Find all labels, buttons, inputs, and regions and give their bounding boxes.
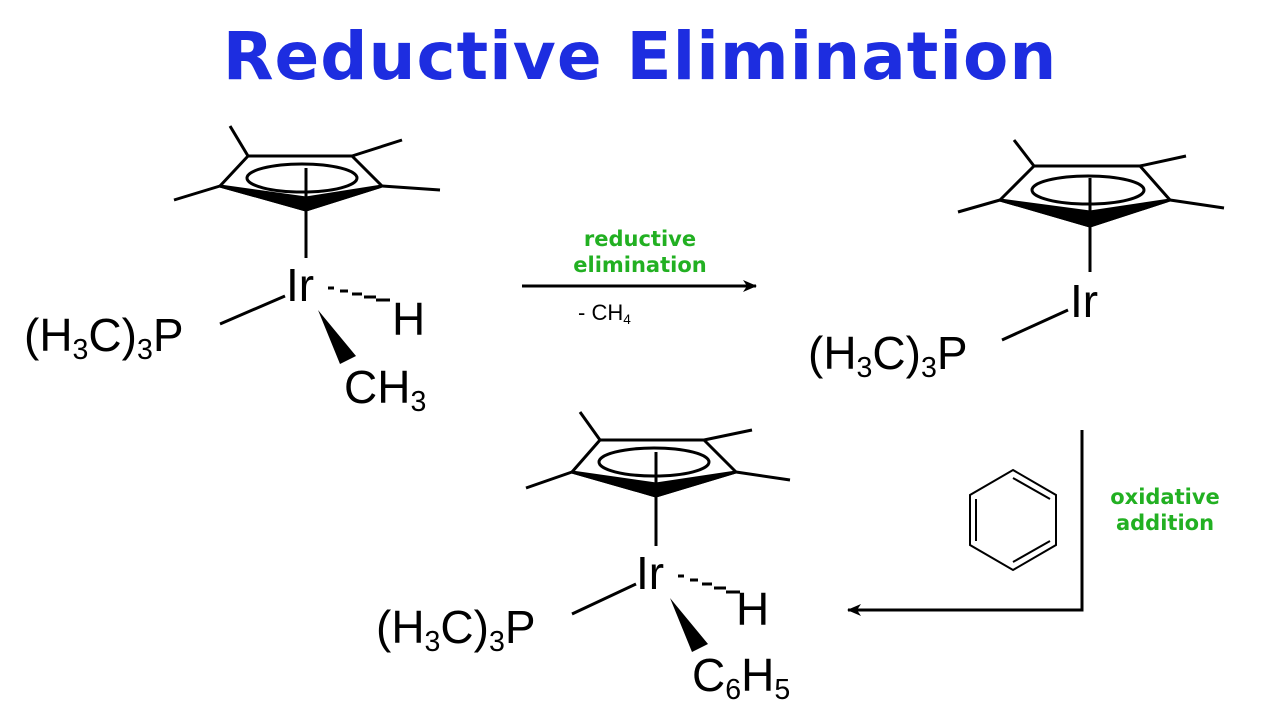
product-hydride-label: H [736,583,770,635]
product-phenyl-wedge [670,598,708,652]
benzene-ring-icon [969,468,1057,572]
reactant-methyl-wedge [318,310,356,364]
oxidative-addition-label: oxidative addition [1100,484,1230,536]
reactant-phosphine-label: (H3C)3P [24,309,184,366]
intermediate-phosphine-label: (H3C)3P [808,327,968,384]
intermediate-iridium-label: Ir [1070,275,1099,327]
reactant-bonds [219,286,390,326]
byproduct-methane-label: - CH4 [578,300,631,328]
product-iridium-label: Ir [636,547,665,599]
product-phenyl-label: C6H5 [692,649,791,706]
reductive-elimination-label: reductive elimination [520,226,760,278]
reactant-iridium-label: Ir [286,259,315,311]
product-bonds [571,574,740,616]
reactant-cp-star-ring [173,125,441,258]
reductive-label-line1: reductive [583,227,697,251]
reactant-methyl-label: CH3 [344,361,427,418]
product-cp-star-ring [525,411,791,546]
reactant-hydride-label: H [392,293,426,345]
oxidative-label-line2: addition [1115,511,1215,535]
intermediate-cp-star-ring [957,139,1225,272]
oxidative-label-line1: oxidative [1110,485,1220,509]
page-title: Reductive Elimination [222,18,1058,95]
product-phosphine-label: (H3C)3P [376,601,536,658]
oxidative-addition-arrow [847,430,1084,616]
intermediate-bonds [1001,308,1069,342]
reductive-label-line2: elimination [573,253,707,277]
